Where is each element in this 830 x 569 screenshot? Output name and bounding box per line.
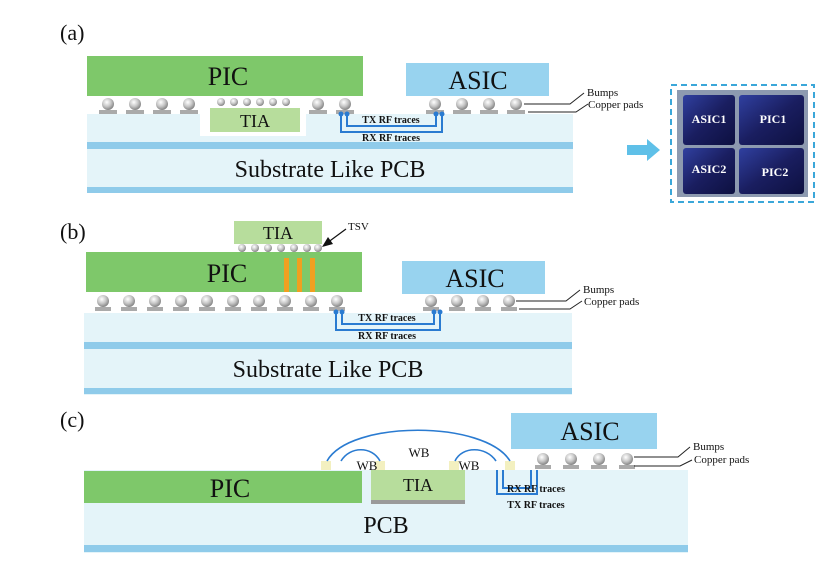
- pcb-stripe-c: [84, 545, 688, 552]
- die-pic1: [739, 95, 804, 145]
- pads-label-a: Copper pads: [588, 99, 643, 111]
- wb-left-label: WB: [357, 458, 378, 473]
- tia-label-b: TIA: [263, 223, 293, 243]
- panel-a: (a) Substrate Like PCB TIA PIC ASIC: [60, 20, 643, 193]
- tia-chip-c: [371, 470, 465, 500]
- arrow-to-photo: [627, 139, 660, 161]
- substrate-stripe-b2: [84, 388, 572, 394]
- photo-frame: [670, 84, 815, 203]
- photo-label-pic1: PIC1: [760, 112, 787, 126]
- tia-label-a: TIA: [240, 111, 270, 131]
- photo-label-asic1: ASIC1: [692, 112, 727, 126]
- asic-chip-c: [511, 413, 657, 449]
- callout-lines-a: [524, 92, 589, 113]
- tia-chip-b: [234, 221, 322, 244]
- substrate-label-a: Substrate Like PCB: [235, 157, 426, 183]
- tsv-b: [284, 258, 315, 292]
- tia-chip-a: [210, 108, 300, 132]
- rf-traces-c: [496, 470, 538, 495]
- photo-label-asic2: ASIC2: [692, 162, 727, 176]
- rf-traces-a: [340, 114, 443, 133]
- tia-label-c: TIA: [403, 475, 433, 495]
- rf-traces-b: [335, 312, 441, 331]
- callout-lines-b: [516, 289, 583, 310]
- rx-label-b: RX RF traces: [358, 331, 416, 342]
- bumps-label-b: Bumps: [583, 284, 614, 296]
- die-asic1: [683, 95, 735, 145]
- callout-lines-c: [634, 446, 693, 467]
- wb-top-label: WB: [409, 445, 430, 460]
- tsv-label-b: TSV: [348, 221, 369, 233]
- asic-label-a: ASIC: [448, 66, 507, 95]
- tia-base-c: [371, 500, 465, 504]
- substrate-stripe-b1: [84, 342, 572, 349]
- substrate-label-b: Substrate Like PCB: [233, 357, 424, 383]
- substrate-b: [84, 313, 572, 395]
- pic-label-c: PIC: [210, 474, 250, 503]
- substrate-a: [87, 114, 573, 192]
- rx-label-a: RX RF traces: [362, 133, 420, 144]
- rx-label-c: RX RF traces: [507, 484, 565, 495]
- pcb-label-c: PCB: [363, 513, 408, 539]
- asic-label-b: ASIC: [445, 264, 504, 293]
- photo-label-pic2: PIC2: [762, 165, 789, 179]
- tx-label-a: TX RF traces: [362, 115, 419, 126]
- tx-label-b: TX RF traces: [358, 313, 415, 324]
- bumps-label-c: Bumps: [693, 441, 724, 453]
- wb-pads-c: [321, 461, 515, 470]
- panel-a-label: (a): [60, 20, 84, 45]
- substrate-stripe-a1: [87, 142, 573, 149]
- panel-b: (b) Substrate Like PCB TIA PIC TSV: [60, 219, 639, 395]
- die-pic2: [739, 148, 804, 194]
- asic-chip-a: [406, 63, 549, 96]
- micro-bumps-a: [217, 98, 290, 106]
- panel-b-label: (b): [60, 219, 86, 244]
- substrate-stripe-a2: [87, 187, 573, 193]
- chip-photo: ASIC1 PIC1 ASIC2 PIC2: [670, 84, 815, 203]
- asic-chip-b: [402, 261, 545, 294]
- panel-c-label: (c): [60, 407, 84, 432]
- pic-chip-b: [86, 252, 362, 292]
- die-asic2: [683, 148, 735, 194]
- bumps-c: [535, 453, 635, 469]
- panel-c: (c) PCB PIC TIA WB WB WB ASIC: [60, 407, 749, 553]
- tx-label-c: TX RF traces: [507, 500, 564, 511]
- pads-label-c: Copper pads: [694, 454, 749, 466]
- pic-chip-c: [84, 471, 362, 503]
- pic-label-a: PIC: [208, 62, 248, 91]
- micro-bumps-b: [238, 244, 322, 252]
- wire-bonds-c: [326, 429, 511, 462]
- pic-chip-a: [87, 56, 363, 96]
- pic-label-b: PIC: [207, 259, 247, 288]
- asic-label-c: ASIC: [560, 417, 619, 446]
- pads-label-b: Copper pads: [584, 296, 639, 308]
- bumps-label-a: Bumps: [587, 87, 618, 99]
- tsv-arrow-head: [322, 237, 333, 247]
- bumps-b: [95, 295, 517, 311]
- wb-right-label: WB: [459, 458, 480, 473]
- bumps-a: [99, 98, 525, 114]
